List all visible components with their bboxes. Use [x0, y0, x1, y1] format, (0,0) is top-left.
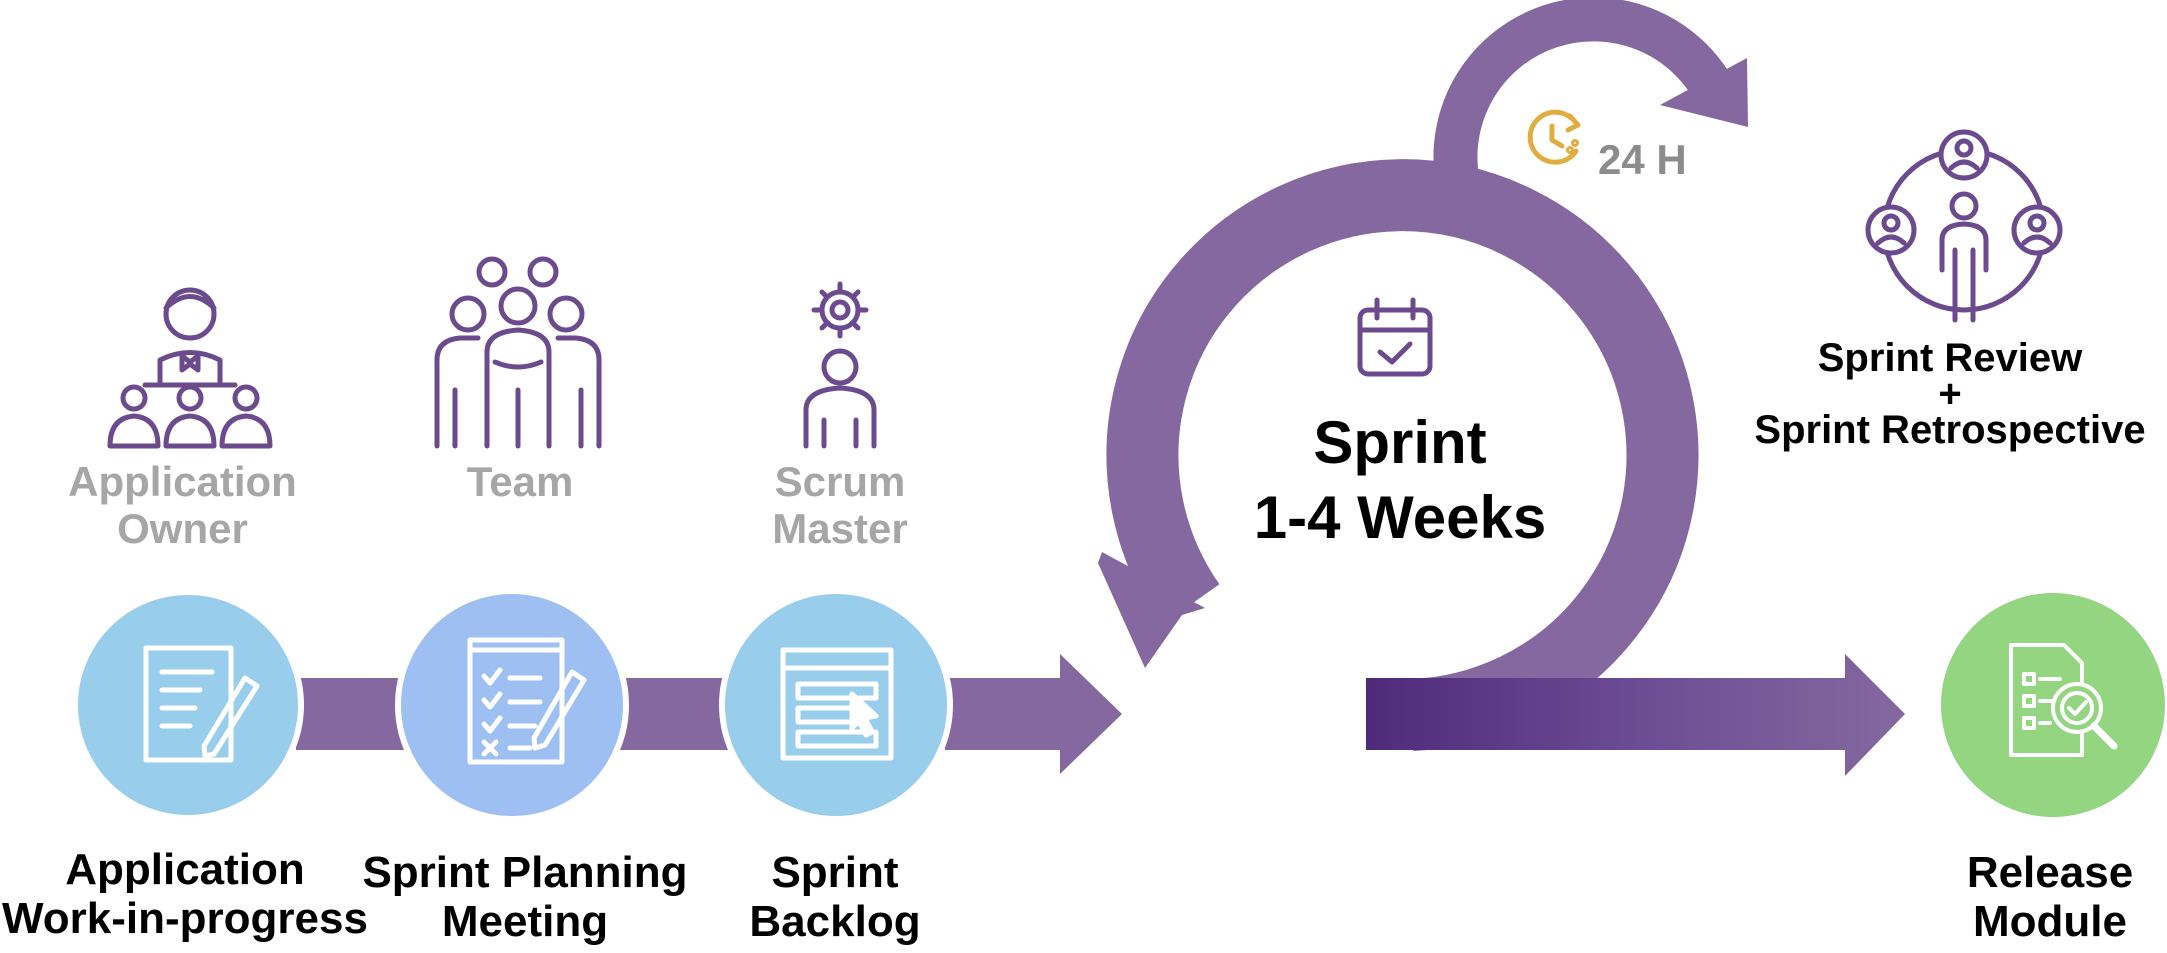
daily-scrum-label: 24 H: [1598, 136, 1687, 183]
calendar-check-icon: [1357, 297, 1433, 377]
role-label-scrum-master: Scrum Master: [772, 458, 908, 553]
daily-loop-arrowhead: [1660, 58, 1748, 127]
step-label-release: Release Module: [1966, 848, 2134, 947]
step-label-planning: Sprint Planning Meeting: [362, 848, 688, 947]
role-label-team: Team: [466, 458, 574, 505]
checklist-icon: [467, 637, 587, 765]
role-label-application-owner: Application Owner: [68, 458, 297, 553]
sprint-duration-label: Sprint 1-4 Weeks: [1253, 409, 1547, 551]
step-circle-planning: [395, 588, 629, 822]
document-pen-icon: [143, 645, 260, 763]
team-icon: [434, 256, 602, 449]
connector-bar: [296, 678, 406, 750]
step-label-backlog: Sprint Backlog: [749, 848, 921, 947]
review-group-icon: [1865, 129, 2063, 323]
sprint-cycle-arrowhead: [1098, 552, 1205, 668]
presenter-icon: [107, 287, 273, 449]
step-circle-application: [72, 589, 304, 821]
sprint-review-label: Sprint Review + Sprint Retrospective: [1754, 336, 2146, 452]
flow-arrow: [945, 654, 1122, 774]
step-label-application: Application Work-in-progress: [2, 845, 368, 944]
release-document-icon: [2009, 643, 2118, 757]
scrum-master-icon: [803, 281, 877, 449]
clock-icon: [1527, 109, 1581, 165]
connector-bar: [620, 678, 732, 750]
backlog-screen-icon: [780, 647, 894, 761]
daily-loop-arc: [1433, 0, 1735, 182]
step-circle-backlog: [719, 588, 953, 822]
release-arrow: [1366, 654, 1905, 776]
sprint-cycle-ring: [1106, 159, 1699, 751]
